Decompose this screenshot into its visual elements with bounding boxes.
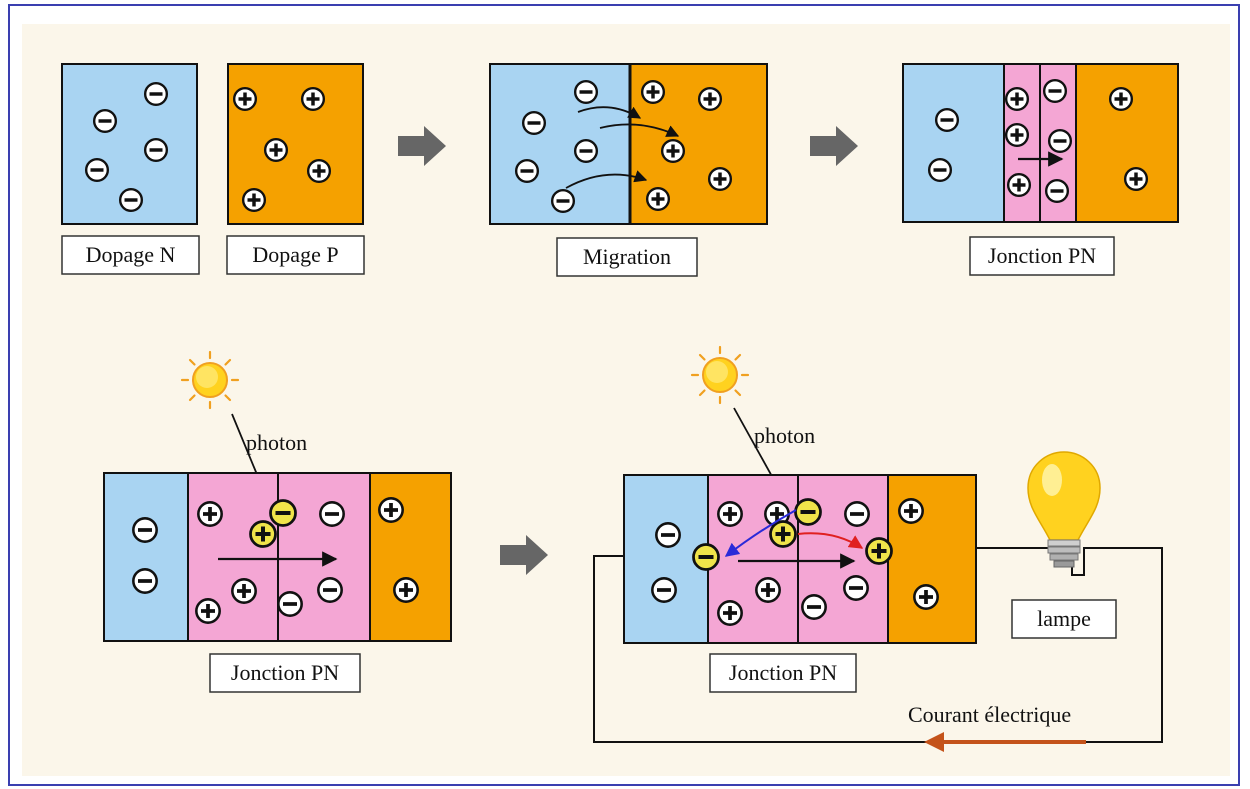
label-lampe-text: lampe [1037, 606, 1091, 631]
electron-minus [1047, 128, 1073, 154]
label-dopage-n-text: Dopage N [86, 242, 176, 267]
hole-plus [1006, 172, 1032, 198]
label-jonction-top: Jonction PN [969, 236, 1115, 276]
hole-plus [1004, 122, 1030, 148]
light-bulb-icon [1027, 451, 1101, 568]
pn-junction-bottom-left [103, 472, 452, 642]
hole-plus [241, 187, 267, 213]
n-doped-block [61, 63, 198, 225]
label-lampe: lampe [1011, 599, 1117, 639]
hole-plus [913, 584, 939, 610]
photon-label-left: photon [246, 430, 307, 455]
pn-junction-bottom-right [623, 474, 977, 644]
electron-minus [514, 158, 540, 184]
label-jonction-bottom-left-text: Jonction PN [231, 660, 339, 685]
migration-arrow [599, 123, 680, 137]
label-courant-electrique: Courant électrique [908, 702, 1071, 727]
electron-minus [934, 107, 960, 133]
electron-minus [655, 522, 681, 548]
label-dopage-n: Dopage N [61, 235, 200, 275]
hole-plus [755, 577, 781, 603]
hole-plus [300, 86, 326, 112]
hole-plus [697, 86, 723, 112]
hole-plus [197, 501, 223, 527]
electron-minus [132, 517, 158, 543]
current-arrow-icon [924, 732, 944, 752]
electron-minus [84, 157, 110, 183]
photon-label-right: photon [754, 423, 815, 448]
migration-arrow [577, 106, 642, 119]
hole-plus [378, 497, 404, 523]
hole-plus [232, 86, 258, 112]
electron-minus [651, 577, 677, 603]
migration-arrow [565, 170, 648, 189]
label-jonction-bottom-right-text: Jonction PN [729, 660, 837, 685]
hole-plus [717, 501, 743, 527]
generated-hole [769, 520, 797, 548]
excited-electron [269, 499, 297, 527]
electron-minus [143, 137, 169, 163]
label-dopage-p: Dopage P [226, 235, 365, 275]
electron-minus [143, 81, 169, 107]
hole-plus [1004, 86, 1030, 112]
electron-minus [319, 501, 345, 527]
electron-minus [317, 577, 343, 603]
label-migration-text: Migration [583, 244, 671, 269]
electron-minus [550, 188, 576, 214]
electron-minus [1044, 178, 1070, 204]
pn-junction-top [902, 63, 1179, 223]
electron-minus [1042, 78, 1068, 104]
hole-plus [717, 600, 743, 626]
migration-block [489, 63, 768, 225]
generated-hole [249, 520, 277, 548]
label-jonction-top-text: Jonction PN [988, 243, 1096, 268]
label-jonction-bottom-left: Jonction PN [209, 653, 361, 693]
electron-minus [801, 594, 827, 620]
hole-plus [263, 137, 289, 163]
label-jonction-bottom-right: Jonction PN [709, 653, 857, 693]
excited-electron [794, 498, 822, 526]
hole-plus [660, 138, 686, 164]
arrow-right-icon [810, 126, 858, 166]
hole-plus [1123, 166, 1149, 192]
hole-plus [1108, 86, 1134, 112]
electron-minus [843, 575, 869, 601]
electron-path-arrow [724, 509, 797, 557]
hole-plus [645, 186, 671, 212]
hole-plus [306, 158, 332, 184]
hole-plus [393, 577, 419, 603]
electron-minus [521, 110, 547, 136]
electron-minus [118, 187, 144, 213]
hole-path-arrow [797, 532, 864, 549]
hole-plus [231, 578, 257, 604]
electron-minus [92, 108, 118, 134]
electron-minus [927, 157, 953, 183]
separated-electron [692, 543, 720, 571]
separated-hole [865, 537, 893, 565]
electron-minus [844, 501, 870, 527]
p-doped-block [227, 63, 364, 225]
electron-minus [573, 138, 599, 164]
label-migration: Migration [556, 237, 698, 277]
arrow-right-icon [500, 535, 548, 575]
electron-minus [573, 79, 599, 105]
arrow-right-icon [398, 126, 446, 166]
label-dopage-p-text: Dopage P [252, 242, 338, 267]
hole-plus [195, 598, 221, 624]
electron-minus [277, 591, 303, 617]
hole-plus [640, 79, 666, 105]
hole-plus [707, 166, 733, 192]
electron-minus [132, 568, 158, 594]
hole-plus [898, 498, 924, 524]
